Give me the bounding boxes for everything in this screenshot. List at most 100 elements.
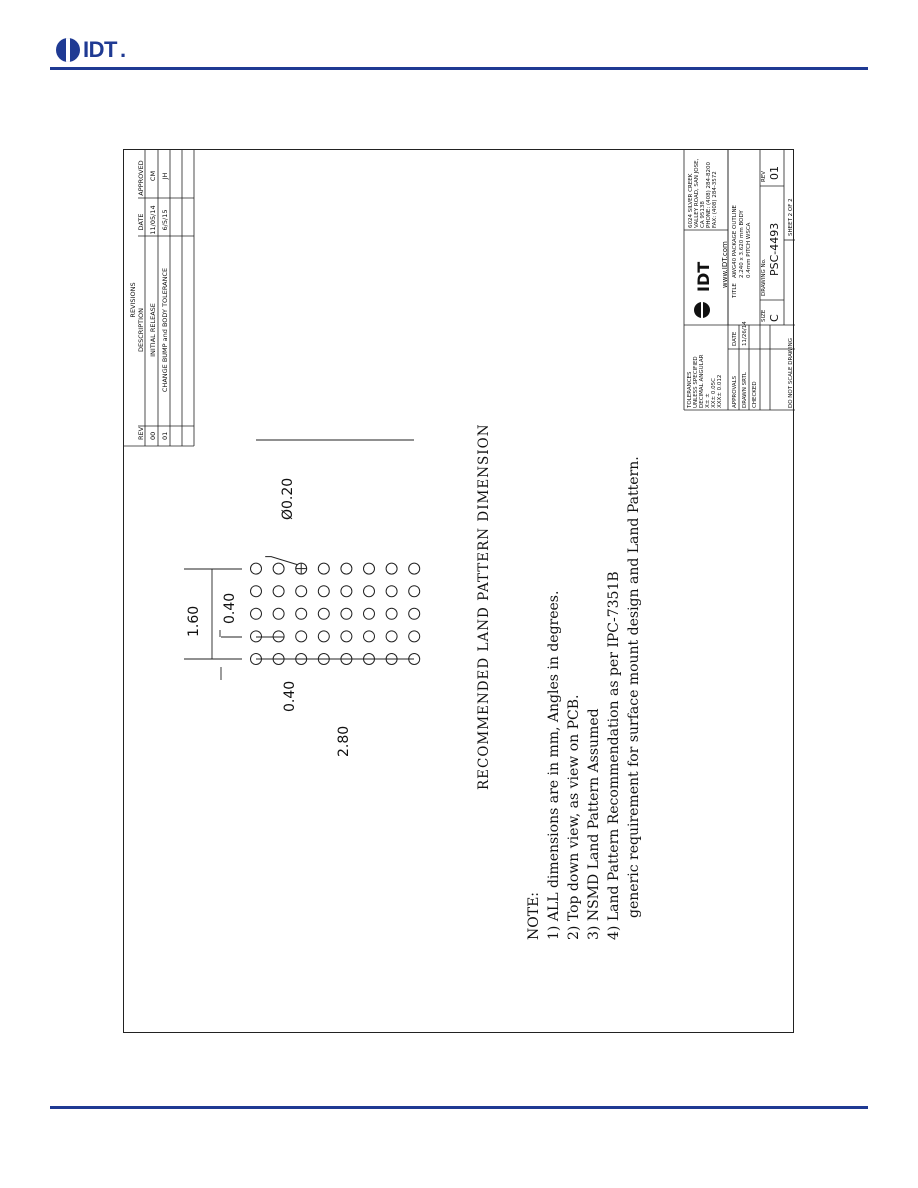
dim-ball: Ø0.20 (280, 478, 296, 520)
size-value: C (768, 314, 781, 322)
tol-2: UNLESS SPECIFIED (693, 356, 699, 408)
approved-1: JH (161, 172, 169, 180)
drawing-frame: REVISIONS REV DESCRIPTION DATE APPROVED … (123, 149, 795, 1033)
note-4: 4) Land Pattern Recommendation as per IP… (606, 571, 622, 940)
land-pad (272, 607, 285, 620)
land-pad (295, 607, 308, 620)
tol-1: TOLERANCES (687, 371, 693, 409)
tol-6: XXX± 0.012 (717, 375, 723, 408)
land-pad (340, 607, 353, 620)
land-pad (250, 562, 262, 575)
drawn-label: DRAWN SRTL (742, 371, 748, 408)
title-line-1: AWG40 PACKAGE OUTLINE (732, 204, 738, 278)
title-block-logo: IDT (694, 262, 713, 318)
land-pad (317, 562, 330, 575)
tol-5: XX± 0.05C (711, 378, 717, 408)
note-2: 2) Top down view, as view on PCB. (566, 695, 582, 941)
footer-rule (50, 1106, 868, 1109)
land-pad (340, 562, 353, 575)
land-pad (272, 585, 285, 598)
note-1: 1) ALL dimensions are in mm, Angles in d… (546, 591, 562, 940)
idt-logo: IDT . (56, 36, 136, 64)
land-pad (272, 562, 285, 575)
approved-col-header: APPROVED (137, 160, 145, 195)
drawn-date: 11/26/14 (742, 321, 748, 346)
description-0: INITIAL RELEASE (149, 303, 157, 357)
land-pad (250, 607, 262, 620)
drawing-no-label: DRAWING No. (761, 258, 767, 296)
title-line-2: 2.240 x 3.620 mm BODY (739, 210, 745, 278)
date-1: 6/5/15 (161, 210, 169, 231)
address-4: PHONE: (408) 284-8200 (706, 162, 712, 228)
dim-pitch-side: 0.40 (282, 681, 298, 712)
land-pad (317, 607, 330, 620)
title-line-3: 0.4mm PITCH WSCA (746, 222, 752, 278)
land-pad (385, 607, 398, 620)
land-pad (363, 562, 375, 575)
dim-span-side: 2.80 (336, 726, 352, 757)
land-pad (272, 630, 285, 643)
drawing-title: RECOMMENDED LAND PATTERN DIMENSION (476, 423, 492, 790)
idt-logo-icon (56, 38, 80, 62)
land-pad (408, 607, 421, 620)
header-rule (50, 67, 868, 70)
rev-1: 01 (161, 432, 169, 440)
rev-col-header: REV (137, 426, 145, 440)
revisions-table (124, 150, 195, 447)
land-pad (408, 562, 421, 575)
land-pad (385, 562, 398, 575)
tol-4: X± ± (705, 393, 711, 408)
land-pad (385, 630, 398, 643)
land-pad (317, 630, 330, 643)
idt-logo-text: IDT (83, 37, 117, 62)
land-pad (250, 585, 262, 598)
land-pad (295, 585, 308, 598)
land-pad (340, 585, 353, 598)
date-col-header: DATE (137, 214, 145, 231)
title-block-logo-text: IDT (694, 262, 713, 292)
scale-note: DO NOT SCALE DRAWING (788, 338, 794, 408)
drawing-svg: REVISIONS REV DESCRIPTION DATE APPROVED … (124, 150, 795, 941)
note-3: 3) NSMD Land Pattern Assumed (586, 708, 602, 940)
rev-0: 00 (149, 432, 157, 440)
notes-heading: NOTE: (526, 892, 542, 940)
land-pattern-grid (250, 556, 421, 665)
address-2: VALLEY ROAD, SAN JOSE, (694, 158, 700, 228)
dim-span-top: 1.60 (186, 606, 202, 637)
title-block (683, 150, 795, 411)
date-label: DATE (732, 331, 738, 346)
date-0: 11/05/14 (149, 205, 157, 234)
land-pad (408, 630, 421, 643)
land-pad (250, 630, 262, 643)
drawing-number: PSC-4493 (768, 223, 781, 276)
website: www.IDT.com (721, 241, 729, 288)
approved-0: CM (149, 171, 157, 181)
rev-label: REV (761, 171, 767, 182)
address-1: 6024 SILVER CREEK (688, 173, 694, 228)
description-col-header: DESCRIPTION (137, 308, 145, 352)
rev-value: 01 (768, 166, 781, 180)
idt-logo-dot: . (119, 37, 126, 62)
checked-label: CHECKED (752, 381, 758, 408)
land-pad (363, 585, 375, 598)
land-pad (317, 585, 330, 598)
description-1: CHANGE BUMP and BODY TOLERANCE (161, 268, 169, 392)
dim-pitch-top: 0.40 (222, 593, 238, 624)
land-pad (363, 607, 375, 620)
approvals-label: APPROVALS (732, 375, 738, 408)
address-3: CA 95138 (700, 201, 706, 228)
title-label: TITLE (732, 283, 738, 299)
dimension-lines (184, 439, 414, 680)
land-pad (340, 630, 353, 643)
tol-3: DECIMAL ANGULAR (699, 354, 705, 408)
sheet-number: SHEET 2 OF 2 (788, 198, 794, 236)
land-pad (363, 630, 375, 643)
revisions-title: REVISIONS (129, 282, 137, 317)
land-pad (408, 585, 421, 598)
address-5: FAX: (408) 284-3572 (712, 171, 718, 228)
land-pad (295, 630, 308, 643)
land-pad (385, 585, 398, 598)
ball-leader (265, 556, 298, 566)
note-4-cont: generic requirement for surface mount de… (626, 456, 642, 918)
size-label: SIZE (761, 309, 767, 322)
